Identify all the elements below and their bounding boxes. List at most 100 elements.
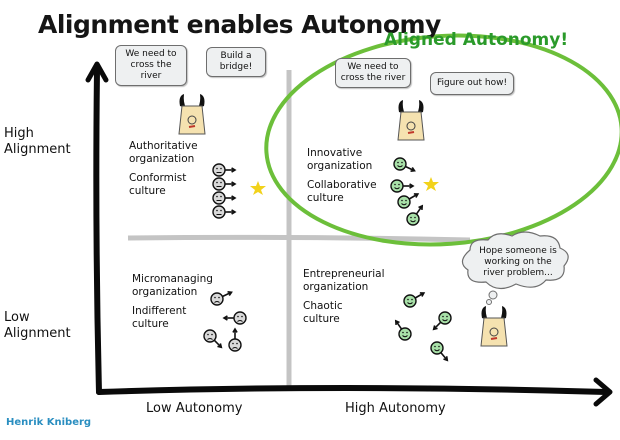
author-credit: Henrik Kniberg	[6, 417, 92, 428]
arrowhead-icon	[413, 193, 420, 198]
culture-line: Collaborative	[307, 179, 377, 191]
direction-arrow-icon	[405, 165, 415, 172]
speech-bubble: Build a bridge!	[206, 47, 266, 77]
low-alignment-label: Low Alignment	[4, 310, 71, 342]
arrowhead-icon	[222, 315, 228, 321]
arrowhead-icon	[227, 291, 233, 297]
direction-arrow-icon	[433, 321, 442, 330]
team-member-icon	[210, 291, 233, 306]
face-icon	[228, 338, 242, 352]
bubble-line: We need to	[125, 49, 177, 59]
horizontal-divider	[127, 234, 471, 243]
org-line: organization	[307, 160, 373, 172]
arrowhead-icon	[409, 183, 415, 189]
thought-bubble	[461, 231, 569, 305]
goal-star-icon	[250, 181, 266, 195]
face-icon	[212, 177, 226, 191]
quadrant-authoritative: Authoritative organization Conformist cu…	[129, 140, 198, 198]
bubble-line: Hope someone is	[479, 246, 557, 256]
bubble-line: bridge!	[219, 62, 253, 72]
speech-bubble: We need to cross the river	[115, 45, 187, 86]
y-axis	[93, 67, 102, 395]
face-icon	[403, 294, 417, 308]
team-member-icon	[432, 311, 452, 331]
quadrant-entrepreneurial: Entrepreneurial organization Chaotic cul…	[303, 268, 385, 326]
label-line: Low	[4, 310, 30, 325]
team-member-icon	[212, 177, 237, 191]
culture-line: culture	[303, 313, 340, 325]
speech-bubble: Figure out how!	[430, 72, 514, 95]
low-autonomy-label: Low Autonomy	[146, 401, 243, 416]
bubble-line: cross the river	[340, 73, 406, 83]
org-line: organization	[303, 281, 369, 293]
culture-line: culture	[307, 192, 344, 204]
speech-bubble: We need to cross the river	[335, 58, 411, 88]
team-member-icon	[406, 204, 424, 226]
culture-line: Conformist	[129, 172, 187, 184]
bubble-line: river problem...	[483, 268, 553, 278]
team-member-icon	[390, 179, 415, 193]
team-member-icon	[430, 341, 449, 362]
face-icon	[203, 329, 217, 343]
page-title: Alignment enables Autonomy	[38, 10, 441, 39]
face-icon	[430, 341, 444, 355]
bubble-line: Figure out how!	[436, 78, 508, 88]
arrowhead-icon	[410, 166, 416, 172]
bubble-line: Build a	[220, 51, 252, 61]
x-axis-arrowhead	[593, 377, 613, 407]
culture-line: Indifferent	[132, 305, 187, 317]
arrowhead-icon	[394, 319, 400, 325]
face-icon	[393, 157, 407, 171]
org-line: organization	[132, 286, 198, 298]
high-autonomy-label: High Autonomy	[345, 401, 446, 416]
arrowhead-icon	[217, 343, 223, 349]
org-line: organization	[129, 153, 195, 165]
bubble-line: We need to	[347, 62, 399, 72]
high-alignment-label: High Alignment	[4, 126, 71, 158]
face-icon	[212, 205, 226, 219]
label-line: Alignment	[4, 326, 71, 341]
team-member-icon	[394, 319, 412, 341]
aligned-autonomy-label: Aligned Autonomy!	[384, 30, 569, 50]
face-icon	[398, 327, 412, 341]
face-icon	[397, 195, 411, 209]
arrowhead-icon	[231, 181, 237, 187]
boss-character-icon	[480, 306, 508, 347]
face-icon	[212, 163, 226, 177]
quadrant-micromanaging: Micromanaging organization Indifferent c…	[132, 273, 213, 331]
team-member-icon	[212, 163, 237, 177]
team-member-icon	[393, 157, 416, 172]
face-icon	[390, 179, 404, 193]
org-line: Innovative	[307, 147, 363, 159]
aligned-autonomy-ellipse	[264, 33, 620, 247]
team-member-icon	[222, 311, 247, 325]
org-line: Authoritative	[129, 140, 198, 152]
culture-line: Chaotic	[303, 300, 343, 312]
arrowhead-icon	[232, 327, 238, 333]
x-axis	[96, 385, 609, 395]
team-member-icon	[397, 193, 420, 209]
face-icon	[212, 191, 226, 205]
quadrant-innovative: Innovative organization Collaborative cu…	[307, 147, 377, 205]
culture-line: culture	[129, 185, 166, 197]
team-member-icon	[228, 327, 242, 352]
arrowhead-icon	[231, 167, 237, 173]
face-icon	[406, 212, 420, 226]
arrowhead-icon	[443, 356, 449, 362]
team-member-icon	[403, 292, 426, 308]
face-icon	[233, 311, 247, 325]
direction-arrow-icon	[408, 193, 419, 200]
face-icon	[210, 292, 224, 306]
direction-arrow-icon	[440, 352, 448, 361]
y-axis-arrowhead	[85, 61, 109, 83]
team-member-icon	[203, 329, 223, 349]
bubble-line: cross the river	[130, 60, 172, 81]
face-icon	[438, 311, 452, 325]
goal-star-icon	[423, 177, 439, 191]
label-line: High	[4, 126, 34, 141]
direction-arrow-icon	[395, 320, 403, 330]
bubble-line: working on the	[484, 257, 552, 267]
thought-bubble-text: Hope someone is working on the river pro…	[478, 246, 558, 279]
direction-arrow-icon	[414, 292, 425, 299]
